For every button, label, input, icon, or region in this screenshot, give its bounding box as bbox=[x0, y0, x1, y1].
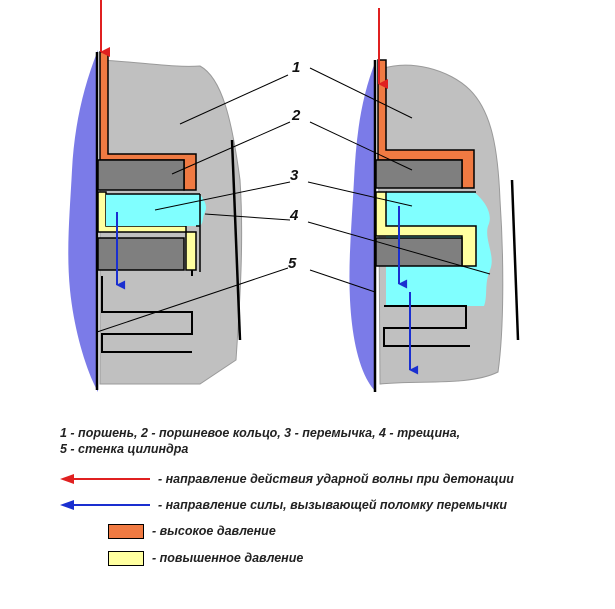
label-5-cylinder-wall: 5 bbox=[288, 255, 297, 272]
left-cylinder-liner bbox=[230, 139, 242, 341]
legend-shock-wave: - направление действия ударной волны при… bbox=[60, 469, 514, 489]
legend-elevated-pressure: - повышенное давление bbox=[60, 548, 303, 568]
right-elevated-pressure-zone bbox=[375, 191, 477, 267]
red-arrow-icon bbox=[60, 474, 150, 484]
right-assembly bbox=[349, 8, 520, 392]
caption-line-1: 1 - поршень, 2 - поршневое кольцо, 3 - п… bbox=[60, 426, 461, 440]
label-3-land: 3 bbox=[290, 167, 299, 184]
label-1-piston: 1 bbox=[292, 59, 300, 76]
left-lower-ring bbox=[97, 237, 185, 271]
left-upper-ring bbox=[97, 159, 185, 191]
right-upper-ring bbox=[375, 159, 463, 189]
legend-elevated-pressure-label: - повышенное давление bbox=[152, 551, 304, 565]
orange-swatch-icon bbox=[108, 523, 144, 539]
piston-ring-diagram: 1 2 3 4 5 bbox=[68, 0, 520, 392]
right-cylinder-wall bbox=[349, 60, 376, 392]
left-assembly bbox=[68, 0, 243, 392]
right-cylinder-liner bbox=[510, 179, 520, 341]
legend-force: - направление силы, вызывающей поломку п… bbox=[60, 495, 507, 515]
leader-lines bbox=[96, 67, 491, 333]
caption-line-2: 5 - стенка цилиндра bbox=[60, 442, 189, 456]
left-lower-groove-outline bbox=[101, 270, 193, 353]
legend-high-pressure-label: - высокое давление bbox=[152, 524, 276, 538]
blue-arrow-icon bbox=[60, 500, 150, 510]
legend-force-label: - направление силы, вызывающей поломку п… bbox=[158, 498, 507, 512]
right-lower-groove-outline bbox=[383, 305, 470, 347]
legend-high-pressure: - высокое давление bbox=[60, 521, 276, 541]
left-land-outline bbox=[196, 194, 201, 272]
legend-shock-wave-label: - направление действия ударной волны при… bbox=[158, 472, 514, 486]
yellow-swatch-icon bbox=[108, 550, 144, 566]
right-lower-ring bbox=[375, 237, 463, 267]
label-2-piston-ring: 2 bbox=[291, 107, 301, 124]
left-cylinder-wall bbox=[68, 50, 98, 392]
label-4-crack: 4 bbox=[289, 207, 299, 224]
